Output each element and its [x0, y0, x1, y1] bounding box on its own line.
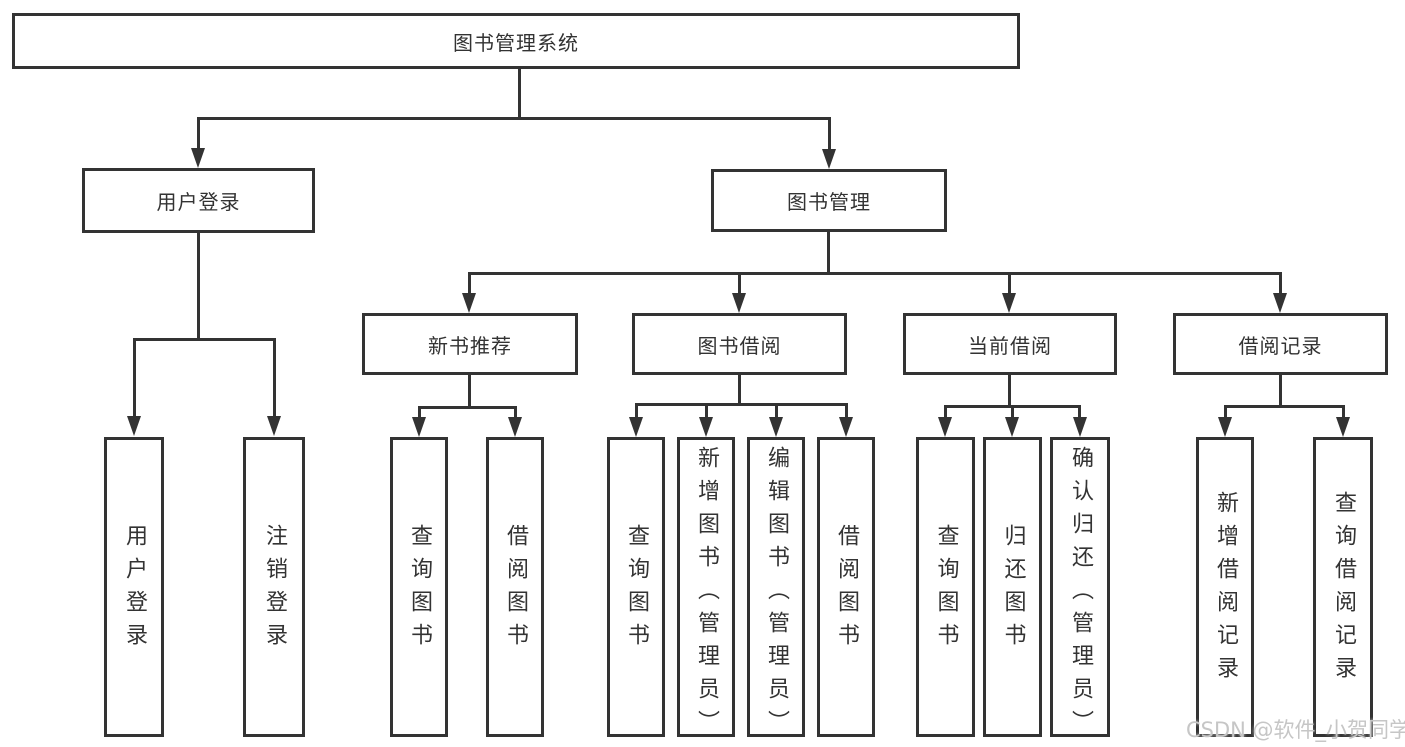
leaf-query-borrow-record: 查询借阅记录 [1313, 437, 1373, 737]
arrowhead-down-icon [822, 149, 836, 169]
node-label: 图书管理 [787, 190, 871, 214]
connector-line [1078, 405, 1081, 418]
node-current-borrowing: 当前借阅 [903, 313, 1117, 375]
connector-line [1224, 405, 1227, 418]
connector-line [133, 338, 136, 416]
leaf-user-login: 用户登录 [104, 437, 164, 737]
connector-line [468, 272, 1282, 275]
node-label: 借阅图书 [503, 524, 528, 656]
node-label: 借阅图书 [834, 524, 859, 656]
connector-line [468, 375, 471, 406]
connector-line [418, 406, 421, 418]
node-label: 图书借阅 [697, 333, 782, 358]
node-library-system: 图书管理系统 [12, 13, 1020, 69]
connector-line [738, 272, 741, 293]
connector-line [197, 117, 200, 150]
leaf-logout: 注销登录 [243, 437, 305, 737]
connector-line [518, 69, 521, 117]
node-label: 查询图书 [407, 524, 432, 656]
node-label: 查询图书 [624, 524, 649, 656]
leaf-add-books-admin: 新增图书（管理员） [677, 437, 735, 743]
node-label: 查询借阅记录 [1331, 491, 1356, 689]
connector-line [738, 375, 741, 403]
leaf-confirm-return-admin: 确认归还（管理员） [1050, 437, 1110, 743]
leaf-query-books-current: 查询图书 [916, 437, 975, 737]
node-label: 借阅记录 [1238, 333, 1323, 358]
connector-line [468, 272, 471, 293]
connector-line [775, 403, 778, 418]
node-label: 当前借阅 [968, 333, 1052, 358]
connector-line [944, 405, 947, 418]
node-label: 查询图书 [933, 524, 959, 656]
arrowhead-down-icon [508, 417, 522, 437]
connector-line [1342, 405, 1345, 418]
arrowhead-down-icon [938, 417, 952, 437]
node-book-borrowing: 图书借阅 [632, 313, 847, 375]
leaf-add-borrow-record: 新增借阅记录 [1196, 437, 1254, 737]
connector-line [635, 403, 848, 406]
connector-line [635, 403, 638, 418]
arrowhead-down-icon [769, 417, 783, 437]
leaf-query-books-recommend: 查询图书 [390, 437, 448, 737]
connector-line [1279, 375, 1282, 405]
arrowhead-down-icon [1002, 293, 1016, 313]
node-label: 用户登录 [156, 190, 241, 214]
node-user-login: 用户登录 [82, 168, 315, 233]
node-label: 归还图书 [1000, 524, 1026, 656]
arrowhead-down-icon [1218, 417, 1232, 437]
connector-line [514, 406, 517, 418]
connector-line [197, 233, 200, 338]
connector-line [1224, 405, 1345, 408]
arrowhead-down-icon [1273, 293, 1287, 313]
connector-line [705, 403, 708, 418]
node-label: 用户登录 [122, 524, 147, 656]
connector-line [133, 338, 276, 341]
arrowhead-down-icon [127, 416, 141, 436]
arrowhead-down-icon [412, 417, 426, 437]
connector-line [828, 117, 831, 150]
connector-line [418, 406, 517, 409]
node-label: 编辑图书（管理员） [764, 446, 789, 743]
leaf-edit-books-admin: 编辑图书（管理员） [747, 437, 805, 743]
connector-line [1008, 375, 1011, 405]
node-borrowing-records: 借阅记录 [1173, 313, 1388, 375]
leaf-borrow-books-borrowing: 借阅图书 [817, 437, 875, 737]
connector-line [1279, 272, 1282, 293]
node-book-management: 图书管理 [711, 169, 947, 232]
leaf-query-books-borrowing: 查询图书 [607, 437, 665, 737]
leaf-return-books: 归还图书 [983, 437, 1042, 737]
arrowhead-down-icon [1073, 417, 1087, 437]
arrowhead-down-icon [462, 293, 476, 313]
arrowhead-down-icon [839, 417, 853, 437]
arrowhead-down-icon [699, 417, 713, 437]
arrowhead-down-icon [1005, 417, 1019, 437]
arrowhead-down-icon [191, 148, 205, 168]
node-label: 注销登录 [262, 524, 287, 656]
connector-line [1008, 272, 1011, 293]
connector-line [827, 232, 830, 272]
connector-line [1011, 405, 1014, 418]
node-label: 图书管理系统 [453, 30, 579, 55]
csdn-watermark: CSDN @软件_小贺同学 [1186, 718, 1405, 742]
node-new-book-recommend: 新书推荐 [362, 313, 578, 375]
node-label: 新书推荐 [428, 333, 512, 358]
connector-line [845, 403, 848, 418]
node-label: 新增图书（管理员） [694, 446, 719, 743]
arrowhead-down-icon [629, 417, 643, 437]
connector-line [197, 117, 831, 120]
node-label: 确认归还（管理员） [1068, 446, 1093, 743]
arrowhead-down-icon [1336, 417, 1350, 437]
arrowhead-down-icon [267, 416, 281, 436]
leaf-borrow-books-recommend: 借阅图书 [486, 437, 544, 737]
connector-line [273, 338, 276, 416]
node-label: 新增借阅记录 [1213, 491, 1238, 689]
arrowhead-down-icon [732, 293, 746, 313]
